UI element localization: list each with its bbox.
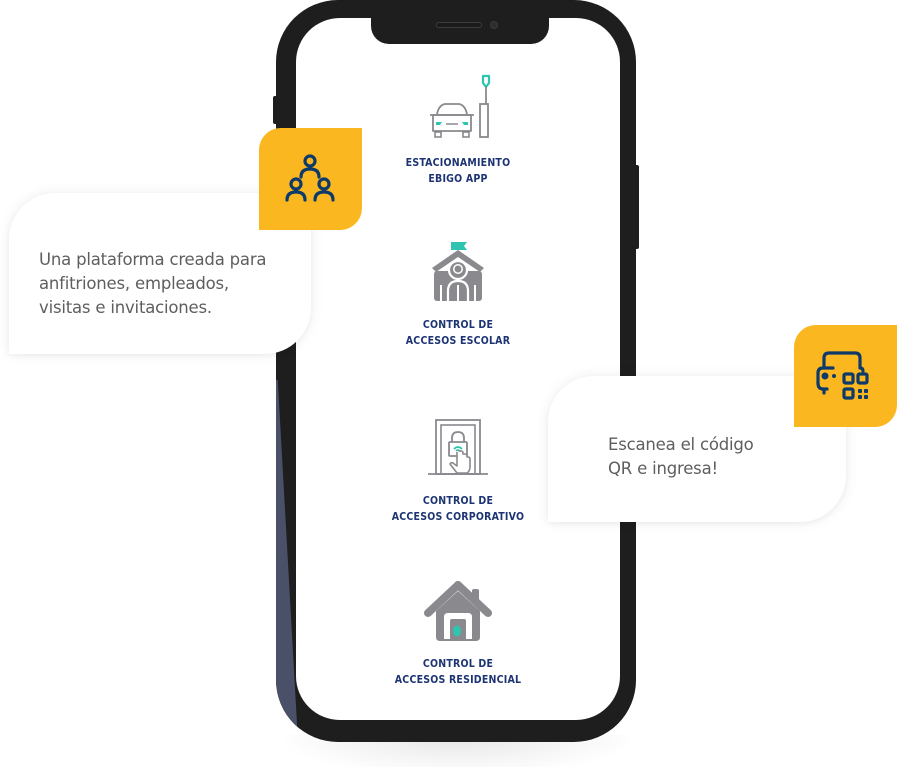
- phone-camera: [490, 21, 498, 29]
- badge-car-qr: [794, 325, 897, 427]
- phone-speaker: [436, 22, 482, 28]
- phone-mockup: ESTACIONAMIENTO EBIGO APP CONTROL DE ACC…: [276, 0, 636, 742]
- card-description: Escanea el código QR e ingresa!: [608, 435, 754, 478]
- card-description: Una plataforma creada para anfitriones, …: [39, 250, 267, 317]
- residential-house-icon: [424, 581, 492, 641]
- badge-people: [259, 128, 362, 230]
- people-group-icon: [285, 154, 335, 202]
- feature-card-platform: Una plataforma creada para anfitriones, …: [9, 193, 311, 354]
- parking-car-icon: [430, 74, 491, 138]
- car-qr-code-icon: [816, 351, 869, 400]
- phone-side-button-right: [633, 165, 639, 249]
- menu-item-escolar[interactable]: CONTROL DE ACCESOS ESCOLAR: [296, 240, 620, 349]
- menu-item-estacionamiento[interactable]: ESTACIONAMIENTO EBIGO APP: [296, 74, 620, 187]
- menu-item-label: CONTROL DE ACCESOS CORPORATIVO: [391, 495, 525, 523]
- menu-item-label: ESTACIONAMIENTO EBIGO APP: [405, 157, 511, 185]
- menu-item-corporativo[interactable]: CONTROL DE ACCESOS CORPORATIVO: [296, 418, 620, 525]
- corporate-access-icon: [428, 419, 488, 475]
- phone-screen: ESTACIONAMIENTO EBIGO APP CONTROL DE ACC…: [296, 18, 620, 720]
- menu-item-residencial[interactable]: CONTROL DE ACCESOS RESIDENCIAL: [296, 581, 620, 688]
- menu-item-label: CONTROL DE ACCESOS RESIDENCIAL: [394, 658, 522, 686]
- menu-item-label: CONTROL DE ACCESOS ESCOLAR: [405, 319, 511, 347]
- phone-edge-highlight: [276, 380, 298, 742]
- school-access-icon: [432, 242, 484, 301]
